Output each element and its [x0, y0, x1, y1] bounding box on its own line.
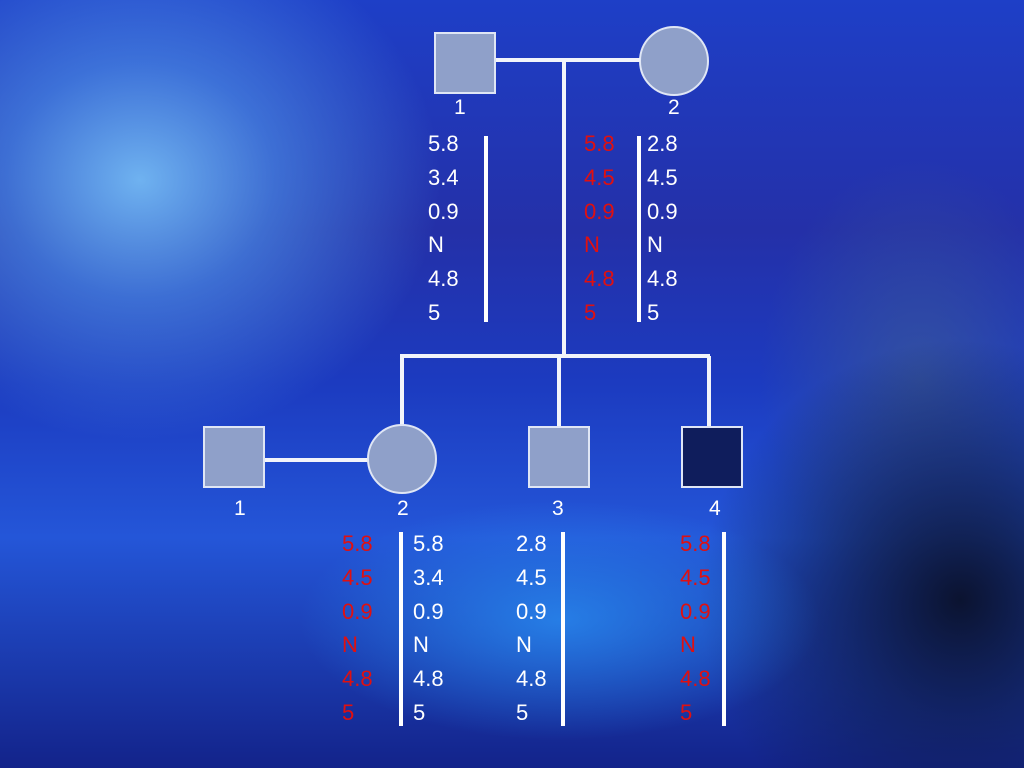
- gen2-person2-number: 2: [397, 497, 409, 520]
- gen1-mother-chromosome-bar: [637, 136, 641, 322]
- gen2-son-square: [528, 426, 590, 488]
- gen1-mother-number: 2: [668, 96, 680, 119]
- gen2-spouse-square: [203, 426, 265, 488]
- gen1-father-number: 1: [454, 96, 466, 119]
- descent-line-gen1: [562, 60, 566, 358]
- gen1-father-chromosome-bar: [484, 136, 488, 322]
- gen2-person1-number: 1: [234, 497, 246, 520]
- child3-drop-line: [557, 356, 561, 426]
- marriage-line-gen2: [265, 458, 369, 462]
- gen2-p2-chromosome-bar: [399, 532, 403, 726]
- child2-drop-line: [400, 356, 404, 426]
- gen2-daughter-circle: [367, 424, 437, 494]
- gen2-p4-chromosome-bar: [722, 532, 726, 726]
- gen2-affected-son-square: [681, 426, 743, 488]
- gen2-person4-number: 4: [709, 497, 721, 520]
- gen2-person3-number: 3: [552, 497, 564, 520]
- gen1-father-square: [434, 32, 496, 94]
- sibship-line: [400, 354, 710, 358]
- gen2-p3-chromosome-bar: [561, 532, 565, 726]
- marriage-line-gen1: [496, 58, 640, 62]
- child4-drop-line: [707, 356, 711, 426]
- gen1-mother-circle: [639, 26, 709, 96]
